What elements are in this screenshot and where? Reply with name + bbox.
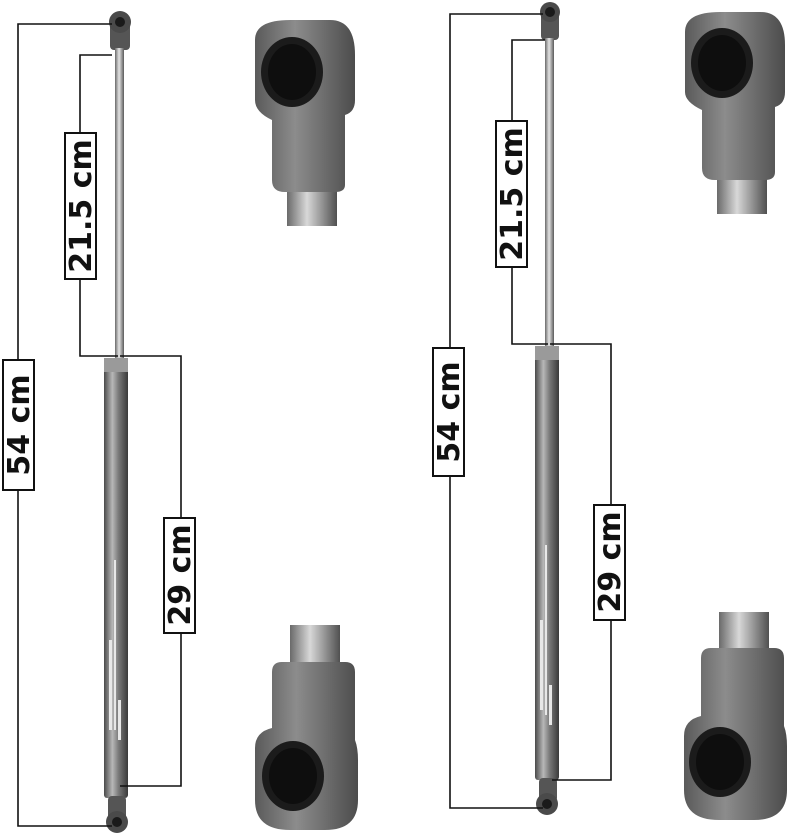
label-rod-length-right: 21.5 cm <box>495 120 530 268</box>
end-fitting-closeup-icon <box>685 12 785 214</box>
strut-rod <box>545 38 554 348</box>
end-fitting-closeup-icon <box>255 625 358 830</box>
strut-top-eyelet-icon <box>109 11 131 50</box>
label-rod-length-left: 21.5 cm <box>64 132 99 280</box>
strut-rod <box>115 48 124 360</box>
label-total-length-left: 54 cm <box>2 359 37 491</box>
label-rod-length-right-text: 21.5 cm <box>495 127 530 261</box>
label-body-length-right-text: 29 cm <box>593 511 628 612</box>
end-fitting-closeup-icon <box>684 612 787 820</box>
label-total-length-left-text: 54 cm <box>2 374 37 475</box>
strut-bottom-eyelet-icon <box>106 796 128 833</box>
strut-bottom-eyelet-icon <box>536 778 558 815</box>
gas-strut-right <box>535 2 560 815</box>
dimension-lines-right <box>449 13 612 809</box>
dimension-lines-left <box>17 23 182 827</box>
brand-mark-icon <box>109 560 121 740</box>
end-fitting-closeup-icon <box>255 20 355 226</box>
label-body-length-left: 29 cm <box>163 517 198 634</box>
label-total-length-right-text: 54 cm <box>432 361 467 462</box>
label-body-length-left-text: 29 cm <box>163 524 198 625</box>
label-rod-length-left-text: 21.5 cm <box>64 139 99 273</box>
label-total-length-right: 54 cm <box>432 347 467 477</box>
label-body-length-right: 29 cm <box>593 504 628 621</box>
strut-top-eyelet-icon <box>540 2 560 40</box>
brand-mark-icon <box>540 545 552 725</box>
gas-strut-left <box>104 11 131 833</box>
